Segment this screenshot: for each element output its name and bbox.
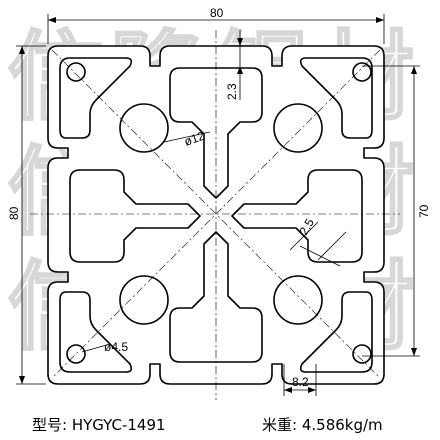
- dim-slot-depth: 2.3: [225, 30, 243, 100]
- corner-hole-tl: [66, 62, 86, 82]
- weight-value: 4.586kg/m: [301, 416, 383, 434]
- weight-info: 米重: 4.586kg/m: [262, 414, 383, 435]
- center-hole-br: [273, 275, 323, 325]
- footer: 型号: HYGYC-1491 米重: 4.586kg/m: [0, 408, 440, 438]
- model-info: 型号: HYGYC-1491: [32, 414, 166, 435]
- center-hole-tr: [273, 103, 323, 153]
- dim-width-text: 80: [210, 6, 224, 20]
- dim-center-spacing: 70: [362, 65, 431, 357]
- corner-pocket-tr: [299, 57, 373, 139]
- corner-hole-br: [352, 344, 372, 364]
- dim-height: 80: [7, 45, 46, 385]
- center-hole-tl: [119, 103, 169, 153]
- corner-hole-tr: [352, 62, 372, 82]
- dim-slot-width: 8.2: [283, 364, 317, 396]
- dim-center-hole-text: ø12: [182, 128, 207, 148]
- inner-cavity-right: [231, 169, 363, 263]
- model-value: HYGYC-1491: [71, 416, 166, 434]
- dim-corner-hole-text: ø4.5: [104, 340, 128, 354]
- dim-height-text: 80: [7, 206, 21, 220]
- center-lines: [30, 30, 400, 400]
- dim-center-spacing-text: 70: [417, 204, 431, 218]
- model-label: 型号:: [32, 416, 68, 434]
- dim-width: 80: [47, 6, 385, 44]
- dim-center-hole: ø12: [163, 128, 211, 149]
- weight-label: 米重:: [262, 416, 298, 434]
- center-hole-bl: [119, 275, 169, 325]
- dim-slot-width-text: 8.2: [292, 375, 309, 389]
- dim-corner-hole: ø4.5: [81, 340, 128, 354]
- inner-cavity-left: [69, 169, 201, 263]
- dim-slot-depth-text: 2.3: [225, 83, 239, 100]
